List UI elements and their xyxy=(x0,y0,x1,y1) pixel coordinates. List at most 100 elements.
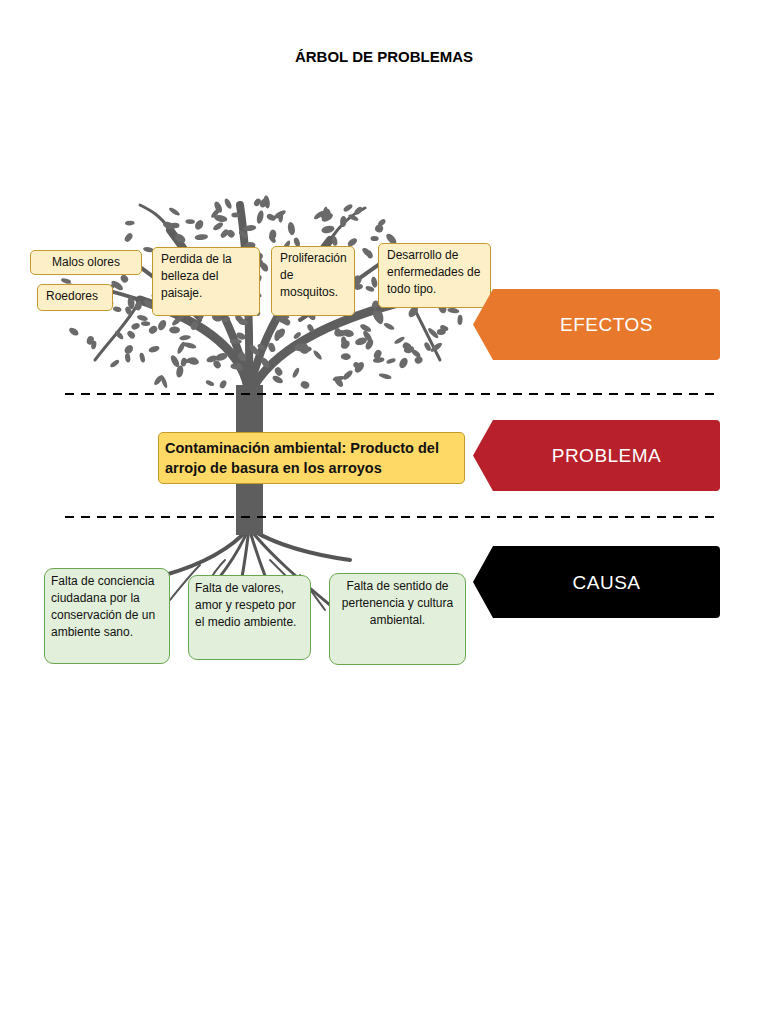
leaf xyxy=(213,214,227,223)
leaf xyxy=(300,380,311,390)
leaf xyxy=(370,236,378,241)
leaf xyxy=(347,213,359,222)
problem-box: Contaminación ambiental: Producto del ar… xyxy=(158,432,465,484)
node-text: Roedores xyxy=(46,288,104,305)
leaf xyxy=(212,221,225,232)
leaf xyxy=(359,323,372,334)
leaf xyxy=(278,212,283,223)
leaf xyxy=(354,283,364,290)
banner-fill xyxy=(473,546,720,618)
leaf xyxy=(332,375,345,382)
leaf xyxy=(127,295,135,309)
leaf xyxy=(162,220,176,231)
leaf xyxy=(371,309,384,324)
leaf xyxy=(148,345,160,354)
diagram-title: ÁRBOL DE PROBLEMAS xyxy=(0,48,768,65)
leaf xyxy=(341,369,354,382)
leaf xyxy=(238,318,249,326)
leaf xyxy=(447,307,460,314)
leaf xyxy=(160,375,169,389)
leaf xyxy=(125,353,131,363)
leaf xyxy=(365,285,375,292)
leaf xyxy=(342,203,353,213)
leaf xyxy=(259,261,270,273)
leaf xyxy=(156,319,168,332)
cause-box: Falta de valores, amor y respeto por el … xyxy=(188,575,311,660)
leaf xyxy=(193,219,205,232)
leaf xyxy=(112,306,122,313)
leaf xyxy=(185,219,195,224)
leaf xyxy=(238,229,249,239)
banner-label: CAUSA xyxy=(553,574,641,591)
leaf xyxy=(271,374,284,385)
leaf xyxy=(123,343,135,355)
leaf xyxy=(205,379,215,387)
leaf xyxy=(321,206,328,220)
node-text: Perdida de la belleza del paisaje. xyxy=(161,251,251,302)
leaf xyxy=(386,357,397,364)
leaf xyxy=(354,336,368,346)
leaf xyxy=(126,329,136,339)
leaf xyxy=(321,225,335,235)
leaf xyxy=(125,221,135,226)
leaf xyxy=(457,315,463,325)
leaf xyxy=(168,206,181,217)
leaf xyxy=(398,356,410,369)
leaf xyxy=(293,331,302,340)
node-text: Falta de conciencia ciudadana por la con… xyxy=(51,573,163,641)
leaf xyxy=(114,330,125,341)
section-banner: CAUSA xyxy=(473,546,720,618)
leaf xyxy=(234,362,244,373)
leaf xyxy=(141,321,150,326)
leaf xyxy=(123,232,134,243)
leaf xyxy=(225,228,236,239)
leaf xyxy=(136,314,148,322)
leaf xyxy=(130,322,140,331)
effect-box: Proliferación de mosquitos. xyxy=(271,246,355,316)
effect-box: Perdida de la belleza del paisaje. xyxy=(152,247,260,316)
leaf xyxy=(378,372,392,380)
section-banner: EFECTOS xyxy=(473,289,720,360)
leaf xyxy=(231,212,239,217)
root xyxy=(249,528,350,560)
leaf xyxy=(194,234,208,241)
banner-label: EFECTOS xyxy=(540,316,653,333)
leaf xyxy=(341,353,351,360)
leaf xyxy=(331,236,338,246)
leaf xyxy=(109,359,120,369)
leaf xyxy=(393,335,405,345)
leaf xyxy=(287,222,296,236)
leaf xyxy=(273,366,283,377)
leaf xyxy=(365,249,374,259)
cause-box: Falta de conciencia ciudadana por la con… xyxy=(44,568,170,664)
leaf xyxy=(312,349,323,361)
dashed-divider xyxy=(65,393,720,395)
node-text: Contaminación ambiental: Producto del ar… xyxy=(165,438,458,478)
leaf xyxy=(294,342,309,352)
leaf xyxy=(86,335,95,346)
leaf xyxy=(437,328,447,335)
node-text: Malos olores xyxy=(39,254,133,271)
leaf xyxy=(372,349,382,360)
section-banner: PROBLEMA xyxy=(473,420,720,491)
leaf xyxy=(332,375,344,388)
leaf xyxy=(218,379,227,389)
leaf xyxy=(256,210,265,225)
leaf xyxy=(237,351,248,363)
leaf xyxy=(276,315,286,324)
leaf xyxy=(340,336,348,347)
effect-box: Roedores xyxy=(37,284,113,311)
leaf xyxy=(175,365,184,378)
leaf xyxy=(173,232,187,245)
effect-box: Desarrollo de enfermedades de todo tipo. xyxy=(378,243,491,308)
node-text: Proliferación de mosquitos. xyxy=(280,250,346,301)
leaf xyxy=(147,324,158,335)
leaf xyxy=(291,367,300,379)
leaf xyxy=(340,216,347,228)
banner-fill xyxy=(473,289,720,360)
leaf xyxy=(306,323,315,333)
leaf xyxy=(253,197,263,207)
leaf xyxy=(352,361,363,371)
leaf xyxy=(259,356,271,369)
node-text: Desarrollo de enfermedades de todo tipo. xyxy=(387,247,482,298)
